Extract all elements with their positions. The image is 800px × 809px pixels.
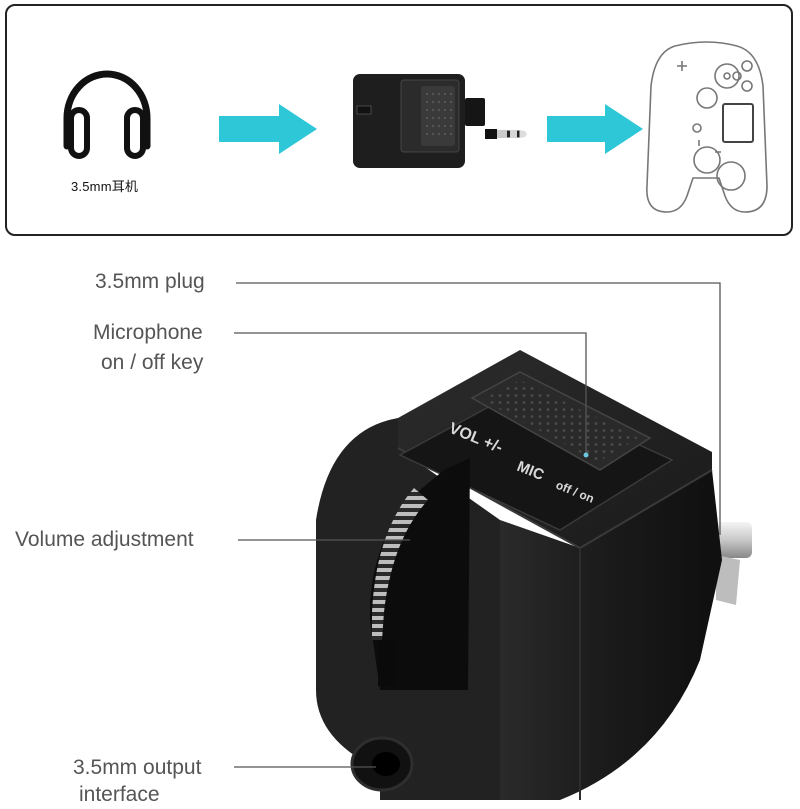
volume-callout: Volume adjustment: [15, 528, 194, 551]
output-callout-line1: 3.5mm output: [73, 756, 202, 779]
arrow-right-icon: [219, 104, 317, 154]
connection-diagram: [63, 41, 768, 213]
output-jack: [350, 736, 414, 792]
volume-wheel: [369, 458, 470, 690]
headphone-label: 3.5mm耳机: [71, 179, 139, 194]
connection-diagram-panel: 3.5mm耳机: [5, 4, 793, 236]
adapter-product-photo: VOL +/- MIC off / on: [234, 282, 752, 800]
arrow-right-icon: [547, 104, 643, 154]
callout-lines: [234, 282, 721, 768]
mic-key-callout-line1: Microphone: [93, 321, 203, 344]
plug-callout-line: [236, 282, 721, 535]
control-panel: [398, 371, 674, 531]
adapter-thumbnail: [353, 74, 527, 168]
gamepad-icon: [646, 41, 768, 213]
plug-callout: 3.5mm plug: [95, 270, 205, 293]
mic-key-callout-line2: on / off key: [101, 351, 204, 374]
headphones-icon: [63, 70, 151, 159]
mic-callout-line: [234, 332, 587, 455]
output-callout-line2: interface: [79, 783, 160, 806]
